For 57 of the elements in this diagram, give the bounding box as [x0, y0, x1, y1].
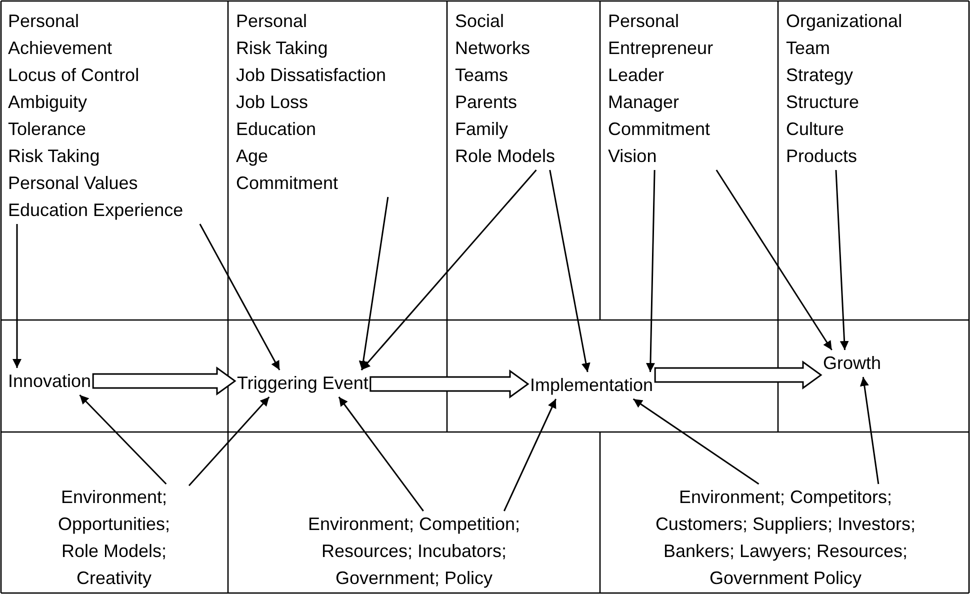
factor-text: Environment; Competition; Resources; Incubators; Government; Policy [284, 511, 544, 592]
factor-text: Personal [236, 10, 308, 33]
factor-text: Vision [608, 145, 657, 168]
stage-label: Innovation [8, 368, 92, 395]
arrow [12, 224, 22, 368]
factor-text: Job Dissatisfaction [236, 64, 386, 87]
arrow [632, 398, 760, 485]
factor-text: Organizational [786, 10, 902, 33]
factor-text: Manager [608, 91, 680, 114]
arrow [503, 398, 557, 512]
factor-text: Personal Values [8, 172, 138, 195]
factor-text: Risk Taking [8, 145, 100, 168]
factor-text: Culture [786, 118, 844, 141]
arrow [338, 396, 424, 512]
stage-label: Triggering Event [237, 370, 368, 397]
factor-text: Personal [608, 10, 680, 33]
factor-text: Structure [786, 91, 860, 114]
arrow [188, 396, 270, 486]
factor-text: Team [786, 37, 830, 60]
factor-text: Entrepreneur [608, 37, 714, 60]
factor-text: Networks [455, 37, 530, 60]
factor-text: Achievement [8, 37, 112, 60]
arrow [860, 376, 880, 484]
factor-text: Commitment [608, 118, 710, 141]
factor-text: Leader [608, 64, 664, 87]
arrow [835, 170, 849, 350]
factor-text: Environment; Opportunities; Role Models; Creativity [39, 484, 189, 592]
arrow [716, 170, 832, 350]
factor-text: Education Experience [8, 199, 184, 222]
arrow [79, 394, 167, 485]
arrow [646, 170, 656, 372]
factor-text: Products [786, 145, 858, 168]
factor-text: Family [455, 118, 508, 141]
stage-label: Implementation [530, 372, 654, 399]
factor-text: Social [455, 10, 504, 33]
factor-text: Risk Taking [236, 37, 328, 60]
factor-text: Ambiguity [8, 91, 88, 114]
arrow [199, 224, 280, 370]
factor-text: Tolerance [8, 118, 86, 141]
block-arrow [370, 370, 530, 398]
factor-text: Personal [8, 10, 80, 33]
factor-text: Age [236, 145, 268, 168]
block-arrow [654, 360, 822, 390]
factor-text: Strategy [786, 64, 854, 87]
factor-text: Education [236, 118, 316, 141]
factor-text: Commitment [236, 172, 338, 195]
factor-text: Role Models [455, 145, 556, 168]
arrow [549, 170, 590, 372]
factor-text: Job Loss [236, 91, 308, 114]
block-arrow [92, 366, 236, 396]
factor-text: Environment; Competitors; Customers; Suppliers; Investors; Bankers; Lawyers; Resources; Government Policy [638, 484, 933, 592]
arrow [360, 170, 537, 370]
factor-text: Parents [455, 91, 518, 114]
factor-text: Locus of Control [8, 64, 140, 87]
stage-label: Growth [823, 350, 882, 377]
factor-text: Teams [455, 64, 508, 87]
arrow [358, 196, 389, 370]
